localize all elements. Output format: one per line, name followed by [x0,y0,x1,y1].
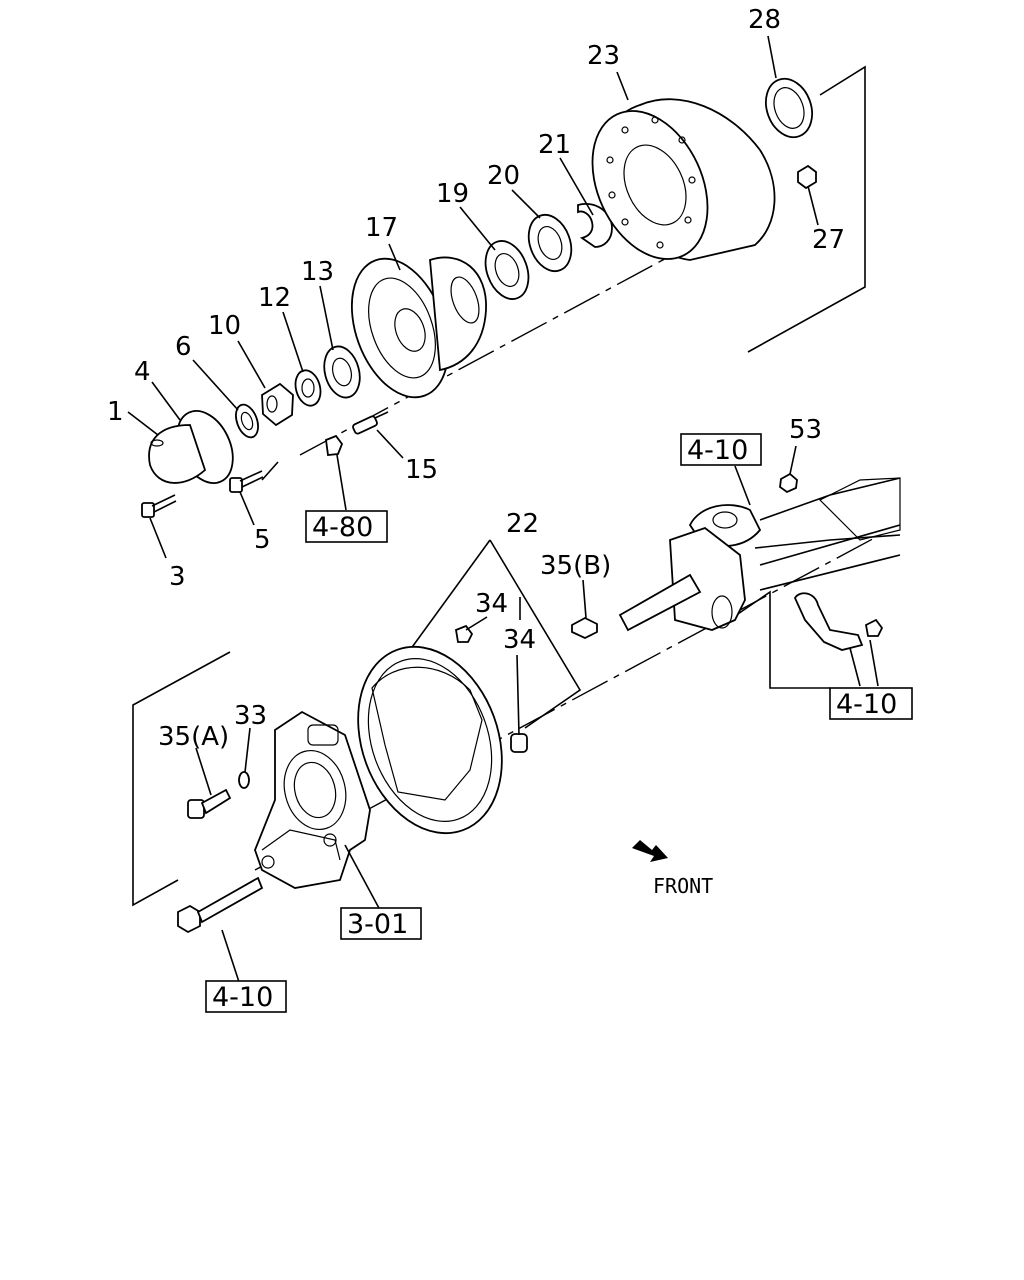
callout-28: 28 [748,5,781,35]
washer-12 [294,369,322,407]
left-group-bracket [132,651,231,907]
callout-15: 15 [405,455,438,485]
washer-33 [238,771,250,789]
callout-34-upper: 34 [475,589,508,619]
bearing-13 [323,345,361,399]
callout-27: 27 [812,225,845,255]
reference-box-3-01[interactable]: 3-01 [340,907,422,940]
nut-10 [261,382,294,427]
callout-53: 53 [789,415,822,445]
reference-label: 4-10 [212,982,273,1013]
brake-drum-23 [591,98,776,261]
plug-34-lower [510,733,528,753]
callout-6: 6 [175,332,192,362]
reference-label: 4-10 [836,689,897,720]
callout-labels: 1 3 4 5 6 10 12 13 15 17 19 20 21 22 23 … [107,5,845,752]
plug-34-upper [454,624,474,643]
callout-22: 22 [506,509,539,539]
callout-23: 23 [587,41,620,71]
callout-1: 1 [107,397,124,427]
front-label: FRONT [653,874,713,898]
bearing-6 [235,403,259,439]
callout-20: 20 [487,161,520,191]
callout-21: 21 [538,130,571,160]
nut-53 [779,472,798,494]
bolt-35a [187,788,232,819]
callout-35b: 35(B) [540,551,611,581]
bolt-3 [141,494,177,518]
bolt-5 [229,470,264,493]
seal-20 [527,214,573,272]
callout-34-lower: 34 [503,625,536,655]
reference-box-4-10-bottom[interactable]: 4-10 [205,980,287,1013]
wheel-stud-15 [325,411,389,456]
leader-lines [127,35,879,986]
seal-28 [765,77,813,139]
reference-label: 3-01 [347,909,408,940]
callout-12: 12 [258,283,291,313]
reference-box-4-10-right[interactable]: 4-10 [829,687,913,720]
backing-plate-22 [357,645,503,835]
nut-27 [797,164,817,190]
front-arrow-icon [632,840,668,862]
steering-knuckle [618,504,762,632]
anchor-plate [254,710,371,889]
tie-rod-arm [793,592,884,651]
bearing-19 [484,240,530,300]
upper-group-bracket [747,65,866,353]
callout-19: 19 [436,179,469,209]
callout-5: 5 [254,525,271,555]
reference-box-4-80[interactable]: 4-80 [305,510,388,543]
reference-box-4-10-top[interactable]: 4-10 [680,433,762,466]
callout-3: 3 [169,562,186,592]
callout-33: 33 [234,701,267,731]
axle-beam [754,477,901,591]
callout-10: 10 [208,311,241,341]
right-group-bracket [731,590,830,689]
callout-17: 17 [365,213,398,243]
callout-35a: 35(A) [158,722,229,752]
long-bolt [177,876,264,934]
wheel-hub [350,256,487,399]
callout-13: 13 [301,257,334,287]
callout-4: 4 [134,357,151,387]
reference-label: 4-80 [312,512,373,543]
reference-label: 4-10 [687,435,748,466]
hub-cap [148,410,234,484]
bolt-35b [571,616,598,639]
